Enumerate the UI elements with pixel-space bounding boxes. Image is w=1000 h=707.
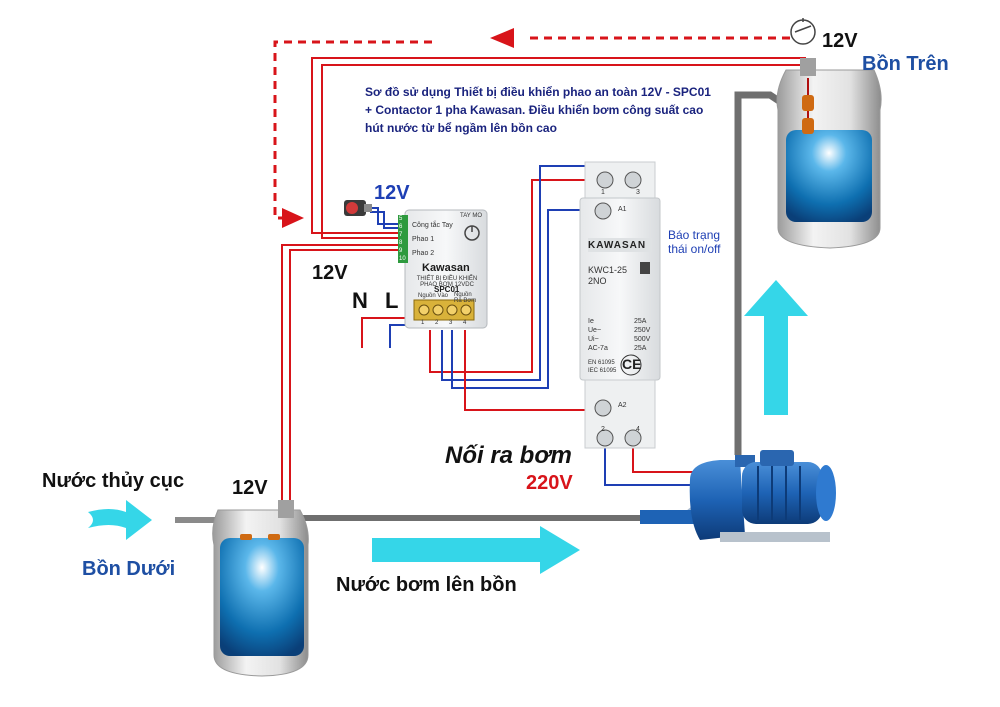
contactor-spec-ac-val: 25A [634,345,647,352]
controller-pin-5: 5 [399,216,403,222]
label-neutral: N [352,288,368,313]
top-tank-water [786,130,872,222]
controller-pin-9: 9 [399,248,403,254]
contactor-standard-2: IEC 61095 [588,368,617,374]
up-flow-arrow [744,280,808,415]
title-line-1: Sơ đồ sử dụng Thiết bị điều khiển phao a… [365,85,711,99]
contactor-terminal-4: 4 [636,426,640,433]
label-status: Báo trạng thái on/off [668,228,721,256]
contactor-terminal-2: 2 [601,426,605,433]
float-switch-icon [790,18,816,45]
contactor-standard-1: EN 61095 [588,360,615,366]
label-pump-output: Nối ra bơm [445,442,572,469]
signal-arrow-left [490,28,514,48]
pump-flow-arrow [372,526,580,574]
contactor-model: KWC1-25 [588,265,628,275]
contactor-coil-a1: A1 [618,206,627,213]
controller-power-out: Nguồn Ra Bơm [454,292,477,304]
bottom-float-1 [240,534,252,540]
contactor-ce-mark: CE [622,356,642,372]
label-bottom-tank: Bồn Dưới [82,558,176,580]
controller-out-pin-4: 4 [463,320,467,326]
contactor-spec-ue-key: Ue~ [588,327,602,334]
controller-out-pin-3: 3 [449,320,453,326]
contactor-terminal-1: 1 [601,189,605,196]
controller-mode: TAY MO [460,213,483,219]
controller-spc01 [398,209,488,329]
controller-brand: Kawasan [422,262,470,274]
controller-power-in: Nguồn Vào [418,293,449,299]
label-12v-bottom: 12V [232,477,268,499]
label-live: L [385,288,399,313]
wires [281,57,811,505]
bottom-float-2 [268,534,280,540]
city-water-arrow [88,500,152,540]
bottom-tank-water [220,538,304,656]
contactor-spec-ui-key: Ui~ [588,336,599,343]
label-city-water: Nước thủy cục [42,470,185,492]
top-tank [776,58,882,249]
controller-input-2: Phao 1 [412,236,435,243]
controller-model: SPC01 [434,285,460,294]
controller-pin-7: 7 [399,232,403,238]
controller-pin-6: 6 [399,224,403,230]
manual-switch-icon [344,200,372,216]
water-pump [640,450,836,542]
contactor-coil-a2: A2 [618,402,627,409]
title-line-3: hút nước từ bể ngầm lên bồn cao [365,121,557,135]
signal-arrow-right [282,208,304,228]
contactor-spec-ui-val: 500V [634,336,651,343]
contactor-contacts: 2NO [588,276,607,286]
controller-pin-8: 8 [399,240,403,246]
bottom-tank [212,500,309,677]
contactor-spec-ie-val: 25A [634,318,647,325]
top-float-1 [802,95,814,111]
label-top-tank: Bồn Trên [862,53,949,75]
label-12v-switch: 12V [374,182,410,204]
controller-input-terminals [398,215,408,263]
top-float-2 [802,118,814,134]
label-pumped-water: Nước bơm lên bồn [336,574,517,596]
controller-desc: THIẾT BỊ ĐIỀU KHIỂN PHAO BƠM 12VDC [416,276,478,288]
controller-output-terminals [413,299,475,321]
contactor-kwc1 [579,161,661,449]
controller-pin-10: 10 [399,256,406,262]
label-pump-voltage: 220V [526,472,573,494]
contactor-brand: KAWASAN [588,240,647,251]
contactor-terminal-3: 3 [636,189,640,196]
diagram-title: Sơ đồ sử dụng Thiết bị điều khiển phao a… [365,83,725,137]
label-12v-top: 12V [822,30,858,52]
contactor-spec-ue-val: 250V [634,327,651,334]
controller-out-pin-2: 2 [435,320,439,326]
contactor-spec-ie-key: Ie [588,318,594,325]
contactor-spec-ac-key: AC-7a [588,345,608,352]
controller-input-3: Phao 2 [412,250,435,257]
controller-out-pin-1: 1 [421,320,425,326]
flow-arrows [88,280,808,574]
title-line-2: + Contactor 1 pha Kawasan. Điều khiển bơ… [365,103,704,117]
label-12v-left: 12V [312,262,348,284]
controller-input-1: Công tắc Tay [412,222,453,229]
status-indicator [640,262,650,274]
